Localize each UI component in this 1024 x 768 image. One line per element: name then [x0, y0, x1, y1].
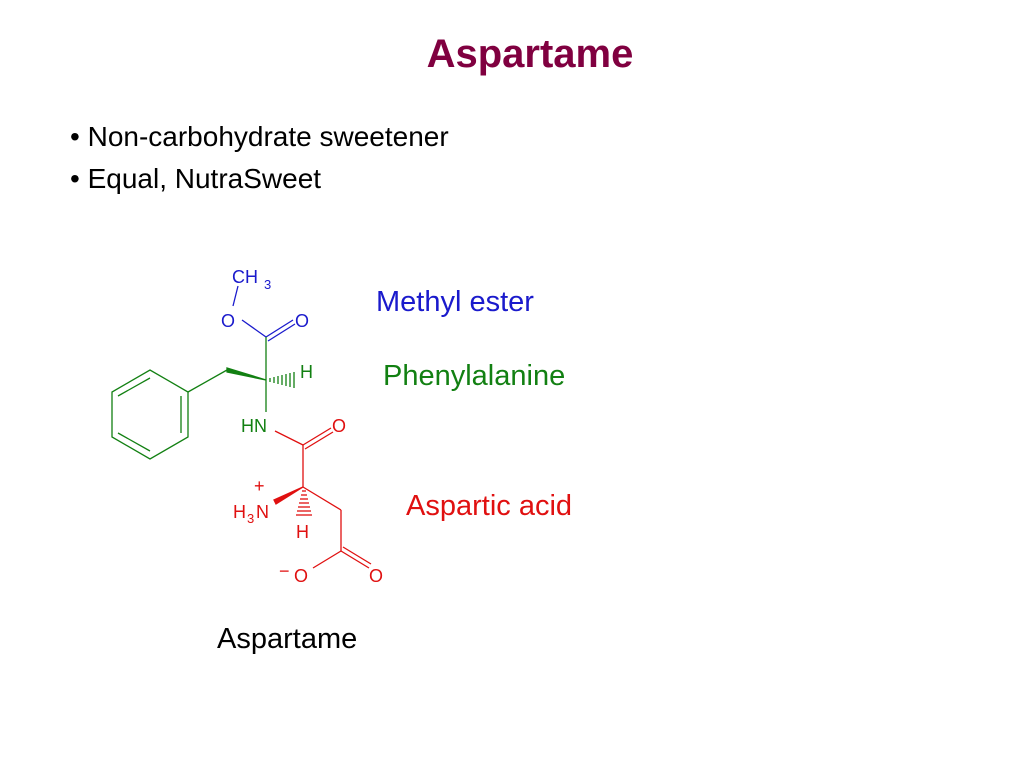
- charge-minus-label: −: [279, 561, 290, 581]
- amide-nh-label: HN: [241, 416, 267, 436]
- ammonium-h-label: H: [233, 502, 246, 522]
- ester-oxygen-label: O: [221, 311, 235, 331]
- bullet-item: Non-carbohydrate sweetener: [70, 116, 449, 158]
- amide-carbonyl-oxygen-label: O: [332, 416, 346, 436]
- charge-plus-label: +: [254, 476, 265, 496]
- ammonium-n-label: N: [256, 502, 269, 522]
- ch3-subscript: 3: [264, 277, 271, 292]
- hash-bond: [296, 490, 312, 516]
- bullet-list: Non-carbohydrate sweetener Equal, NutraS…: [70, 116, 449, 200]
- structure-caption: Aspartame: [217, 623, 358, 655]
- carbonyl-oxygen-label: O: [295, 311, 309, 331]
- aspartic-acid-label: Aspartic acid: [406, 490, 573, 522]
- hash-bond: [269, 372, 295, 388]
- slide-title: Aspartame: [426, 32, 634, 76]
- phe-hydrogen-label: H: [300, 362, 313, 382]
- ch3-carbon-label: CH: [232, 267, 258, 287]
- carboxyl-carbonyl-oxygen-label: O: [369, 566, 383, 586]
- phenylalanine-group: [111, 337, 295, 460]
- phenylalanine-label: Phenylalanine: [383, 360, 566, 392]
- carboxylate-oxygen-label: O: [294, 566, 308, 586]
- methyl-ester-label: Methyl ester: [376, 286, 534, 318]
- asp-hydrogen-label: H: [296, 522, 309, 542]
- ammonium-subscript: 3: [247, 511, 254, 526]
- methyl-ester-group: [232, 285, 296, 342]
- benzene-ring: [111, 369, 189, 460]
- wedge-bond: [273, 486, 304, 505]
- aspartic-acid-group: [273, 427, 372, 569]
- bullet-item: Equal, NutraSweet: [70, 158, 449, 200]
- wedge-bond: [226, 367, 267, 381]
